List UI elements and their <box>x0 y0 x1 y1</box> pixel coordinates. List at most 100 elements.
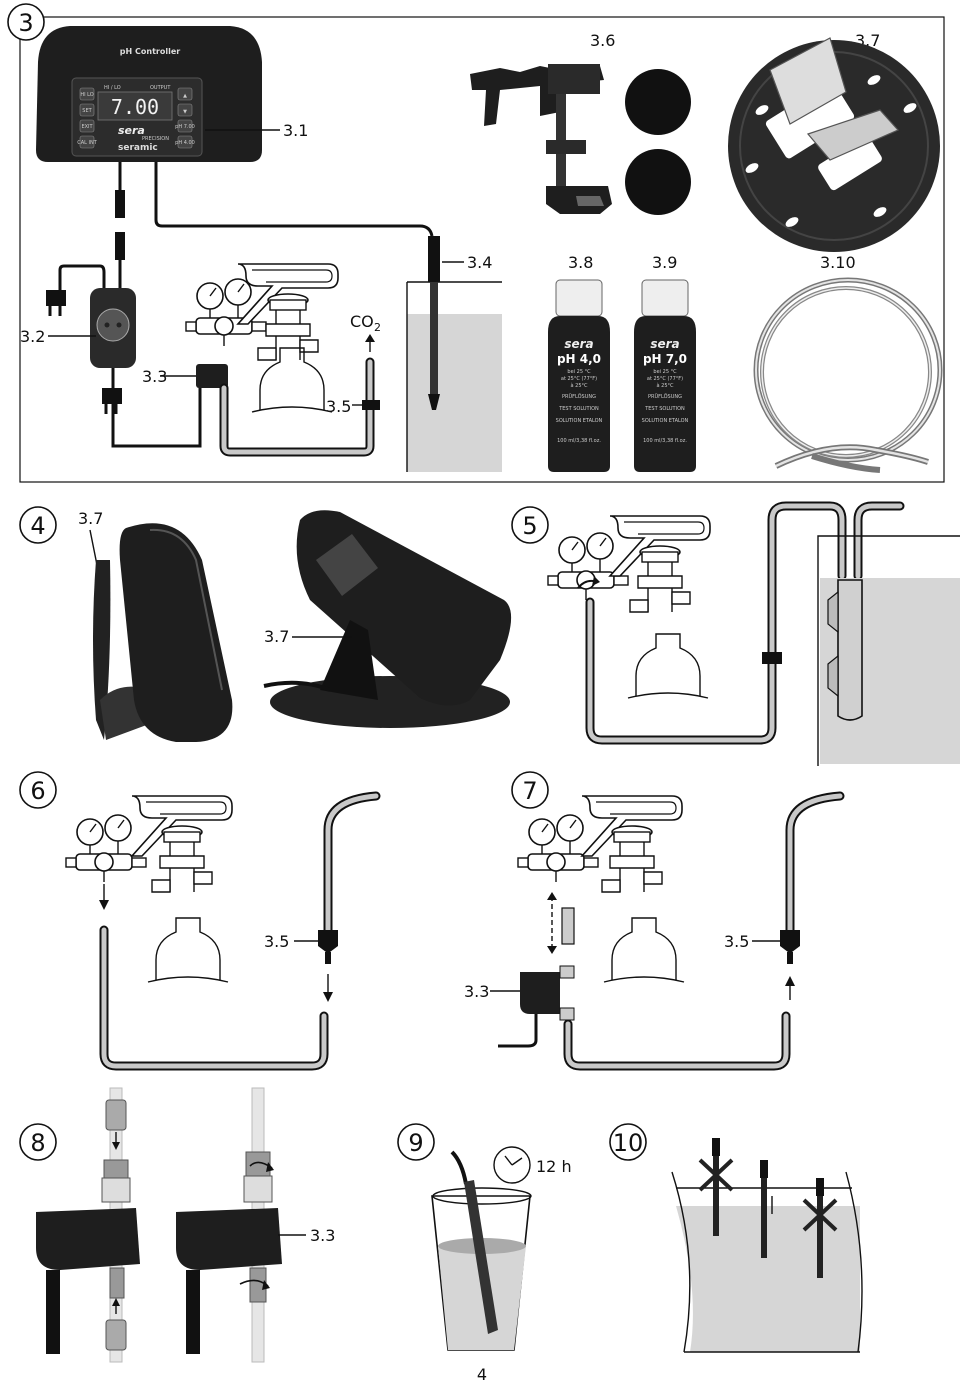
bottle-ph7-line3: SOLUTION ETALON <box>642 418 689 424</box>
figure-10-number: 10 <box>613 1129 644 1157</box>
bottle-ph7-temp: bei 25 °C <box>653 369 677 375</box>
valve-cable <box>111 384 202 448</box>
fig10-wrong-too-deep <box>802 1198 838 1232</box>
power-plug-socket <box>115 232 125 260</box>
label-co2: CO <box>350 312 374 331</box>
controller-display <box>97 91 173 121</box>
button-exit-label: EXIT <box>81 124 93 130</box>
button-ph7[interactable] <box>177 119 193 133</box>
label-3-6: 3.6 <box>590 31 615 50</box>
button-down[interactable] <box>177 103 193 117</box>
figure-7-number: 7 <box>522 777 537 805</box>
fig10-water <box>676 1206 860 1352</box>
controller-display-value: 7.00 <box>111 95 159 119</box>
bottle-ph7-volume: 100 ml/3,38 fl.oz. <box>643 438 687 444</box>
bottle-ph4-brand: sera <box>564 337 593 351</box>
figure-9-number: 9 <box>408 1129 423 1157</box>
figure-3: 3 pH Controller HI / LO OUTPUT 7.00 HI L… <box>7 3 945 483</box>
suction-cup-1 <box>625 69 691 135</box>
figure-6: 6 3.5 <box>19 771 381 1071</box>
bottle-ph4: sera pH 4,0 bei 25 °C at 25°C (77°F) à 2… <box>548 279 610 472</box>
bottle-ph7-brand: sera <box>650 337 679 351</box>
figure-8-number: 8 <box>30 1129 45 1157</box>
suction-cup-2 <box>625 149 691 215</box>
fig10-correct-probe <box>761 1178 767 1258</box>
probe-cable <box>154 162 434 237</box>
stand-3-7 <box>728 37 940 252</box>
bottle-ph4-temp2: at 25°C (77°F) <box>561 376 597 382</box>
fig7-check-valve <box>780 930 800 952</box>
ph-probe-3-4 <box>428 236 440 282</box>
co2-tubing-coil <box>753 277 943 473</box>
fig6-label-3-5: 3.5 <box>264 932 289 951</box>
solenoid-valve-3-3 <box>196 364 228 388</box>
fig8-valve-left <box>36 1208 140 1270</box>
plug-bottom <box>102 388 122 404</box>
controller-side-view <box>93 523 233 742</box>
figure-7: 7 3.3 3.5 <box>464 771 845 1071</box>
bottle-ph7-temp2: at 25°C (77°F) <box>647 376 683 382</box>
figure-5: 5 <box>511 501 960 766</box>
button-set[interactable] <box>79 103 95 117</box>
fig7-label-3-5: 3.5 <box>724 932 749 951</box>
bottle-ph4-line1: PRÜFLÖSUNG <box>562 393 596 400</box>
label-3-9: 3.9 <box>652 253 677 272</box>
figure-6-number: 6 <box>30 777 45 805</box>
button-ph4[interactable] <box>177 135 193 149</box>
bottle-ph7-line1: PRÜFLÖSUNG <box>648 393 682 400</box>
figure-4: 4 3.7 3.7 <box>19 506 512 742</box>
probe-holder-3-6 <box>470 64 612 214</box>
figure-3-badge <box>7 3 45 41</box>
plug-left <box>46 290 66 306</box>
power-plug-top <box>115 190 125 218</box>
controller-indicator-left: HI / LO <box>104 85 121 91</box>
button-ph7-label: pH 7.00 <box>175 124 195 130</box>
figure-3-frame <box>19 16 945 483</box>
controller-on-stand <box>263 510 512 728</box>
figure-5-number: 5 <box>522 512 537 540</box>
button-hi-lo[interactable] <box>79 87 95 101</box>
bottle-ph7-title: pH 7,0 <box>643 352 687 366</box>
bottle-ph4-temp: bei 25 °C <box>567 369 591 375</box>
controller-buttons-right: ▲ ▼ pH 7.00 pH 4.00 <box>175 87 195 149</box>
label-3-4: 3.4 <box>467 253 492 272</box>
fig5-co2-diffuser <box>837 579 863 721</box>
controller-buttons-left: HI LO SET EXIT CAL INT <box>77 87 98 149</box>
fig8-label-3-3: 3.3 <box>310 1226 335 1245</box>
label-3-10: 3.10 <box>820 253 856 272</box>
figure-3-number: 3 <box>18 9 33 37</box>
bottle-ph7-temp3: à 25°C <box>656 382 674 389</box>
figure-4-number: 4 <box>30 512 45 540</box>
button-hi-lo-label: HI LO <box>80 92 93 98</box>
fig8-valve-right <box>176 1208 282 1270</box>
fig6-check-valve <box>318 930 338 952</box>
bottle-ph7-line2: TEST SOLUTION <box>644 406 685 412</box>
fig9-time: 12 h <box>536 1157 572 1176</box>
bottle-ph7: sera pH 7,0 bei 25 °C at 25°C (77°F) à 2… <box>634 279 696 472</box>
button-up-label: ▲ <box>183 93 187 99</box>
controller-brand: sera <box>118 124 145 137</box>
figure-10: 10 <box>609 1123 863 1353</box>
figure-9: 9 12 h 4 <box>397 1123 572 1383</box>
controller-title: pH Controller <box>120 47 180 56</box>
label-3-5: 3.5 <box>326 397 351 416</box>
button-exit[interactable] <box>79 119 95 133</box>
button-cal[interactable] <box>79 135 95 149</box>
label-3-3: 3.3 <box>142 367 167 386</box>
controller-indicator-right: OUTPUT <box>150 85 171 91</box>
button-up[interactable] <box>177 87 193 101</box>
fig9-probe <box>464 1180 498 1334</box>
controller-line2: seramic <box>118 143 158 153</box>
bottle-ph4-line2: TEST SOLUTION <box>558 406 599 412</box>
label-3-2: 3.2 <box>20 327 45 346</box>
button-set-label: SET <box>82 108 92 114</box>
fig9-ph: 4 <box>477 1365 487 1383</box>
bottle-ph4-volume: 100 ml/3,38 fl.oz. <box>557 438 601 444</box>
button-ph4-label: pH 4.00 <box>175 140 195 146</box>
fig7-label-3-3: 3.3 <box>464 982 489 1001</box>
controller-line1: PRECISION <box>142 136 169 142</box>
button-down-label: ▼ <box>183 109 187 115</box>
ph-controller: pH Controller HI / LO OUTPUT 7.00 HI LO … <box>36 26 262 162</box>
fig5-check-valve <box>762 652 782 664</box>
